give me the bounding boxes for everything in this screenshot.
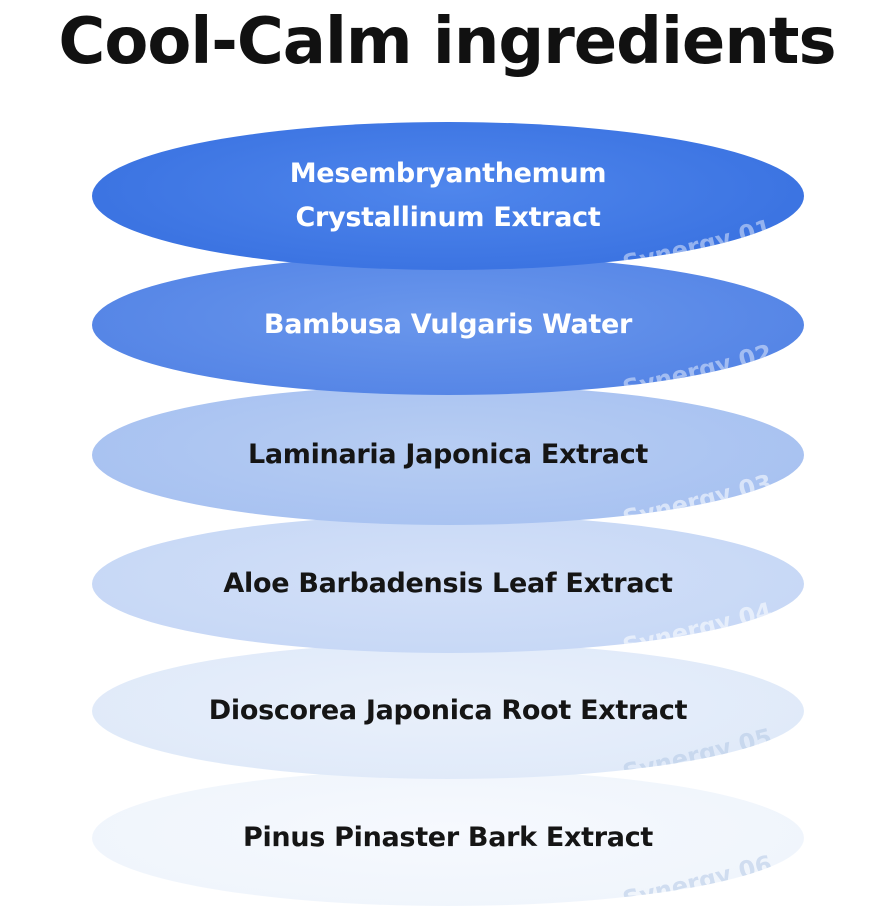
ingredient-layer-3: Laminaria Japonica Extract Synergy 03 — [92, 385, 804, 525]
ingredient-name-line-1: Mesembryanthemum — [289, 158, 607, 189]
ingredient-label: Aloe Barbadensis Leaf Extract — [223, 568, 673, 599]
ingredient-label: Mesembryanthemum Crystallinum Extract — [290, 152, 607, 240]
ingredient-layer-4: Aloe Barbadensis Leaf Extract Synergy 04 — [92, 515, 804, 653]
synergy-watermark: Synergy 01 — [620, 213, 776, 270]
ingredient-name-line-2: Crystallinum Extract — [295, 202, 601, 233]
ingredient-layer-6: Pinus Pinaster Bark Extract Synergy 06 — [92, 770, 804, 906]
ingredient-layer-2: Bambusa Vulgaris Water Synergy 02 — [92, 255, 804, 395]
ingredient-label: Pinus Pinaster Bark Extract — [242, 822, 654, 853]
synergy-watermark: Synergy 03 — [620, 468, 776, 525]
ingredient-label: Bambusa Vulgaris Water — [263, 309, 633, 340]
ingredient-layer-1: Mesembryanthemum Crystallinum Extract Sy… — [92, 122, 804, 270]
ingredient-layer-5: Dioscorea Japonica Root Extract Synergy … — [92, 643, 804, 779]
page-title: Cool-Calm ingredients — [58, 5, 836, 79]
ingredient-label: Dioscorea Japonica Root Extract — [208, 695, 688, 726]
synergy-watermark: Synergy 02 — [620, 338, 776, 395]
ingredient-label: Laminaria Japonica Extract — [247, 439, 649, 470]
